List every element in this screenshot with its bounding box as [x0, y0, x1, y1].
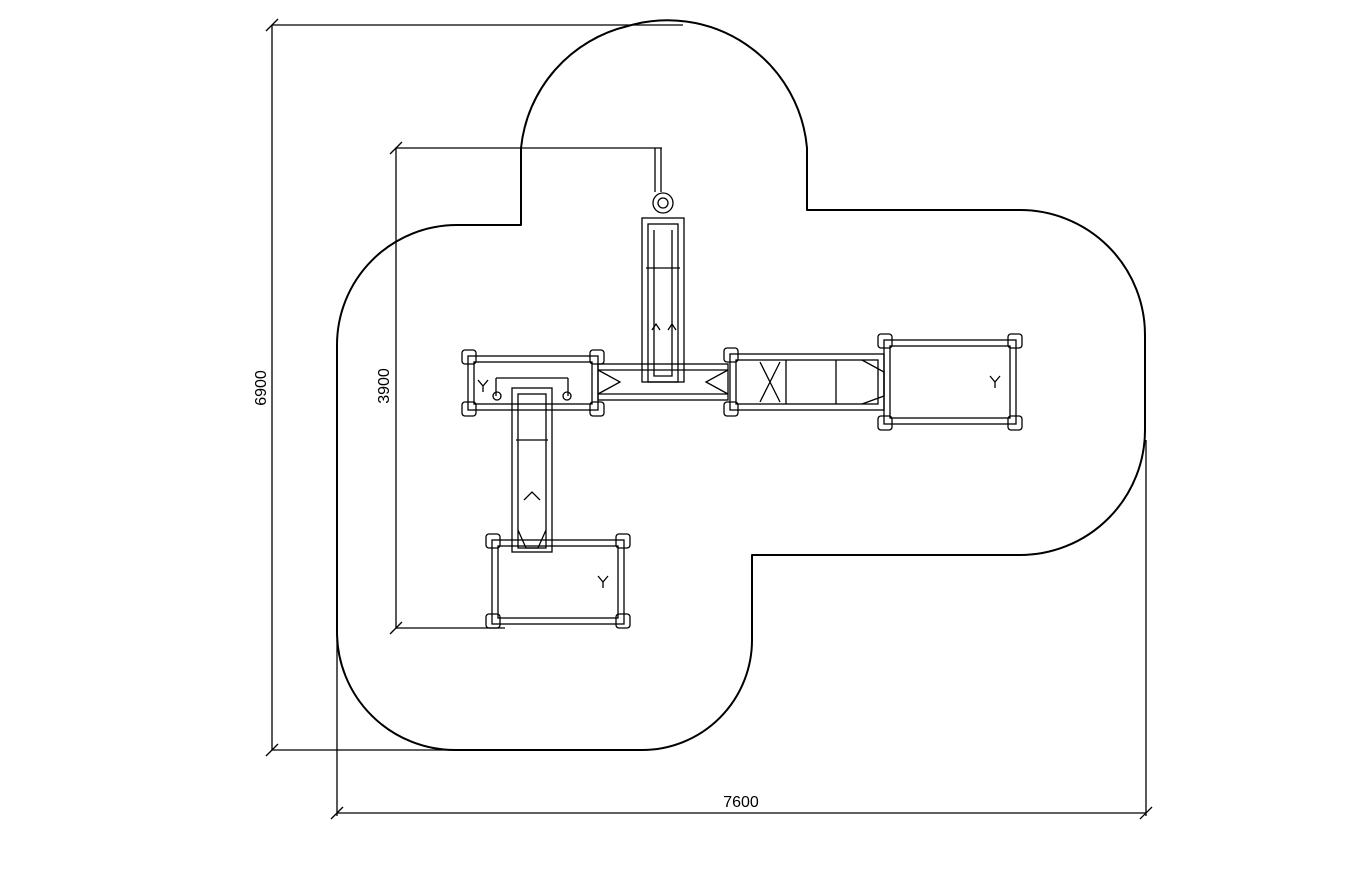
platform-right: [877, 333, 1023, 431]
dimension-label-overall-height: 6900: [253, 370, 270, 406]
bridge-right: [723, 347, 885, 417]
dimension-overall-width: 7600: [330, 440, 1153, 820]
safety-zone-outline: [336, 19, 1146, 751]
platform-left: [461, 349, 605, 417]
dimension-label-overall-width: 7600: [723, 794, 759, 811]
slide-bottom-left: [511, 387, 553, 553]
platform-bottom-left: [485, 533, 631, 629]
dimension-overall-height: 6900: [253, 18, 683, 757]
slide-top: [641, 148, 685, 383]
dimension-equipment-height: 3900: [376, 141, 662, 635]
play-structure: [461, 148, 1023, 629]
dimension-label-equipment-height: 3900: [376, 368, 393, 404]
bridge-center: [597, 363, 729, 401]
